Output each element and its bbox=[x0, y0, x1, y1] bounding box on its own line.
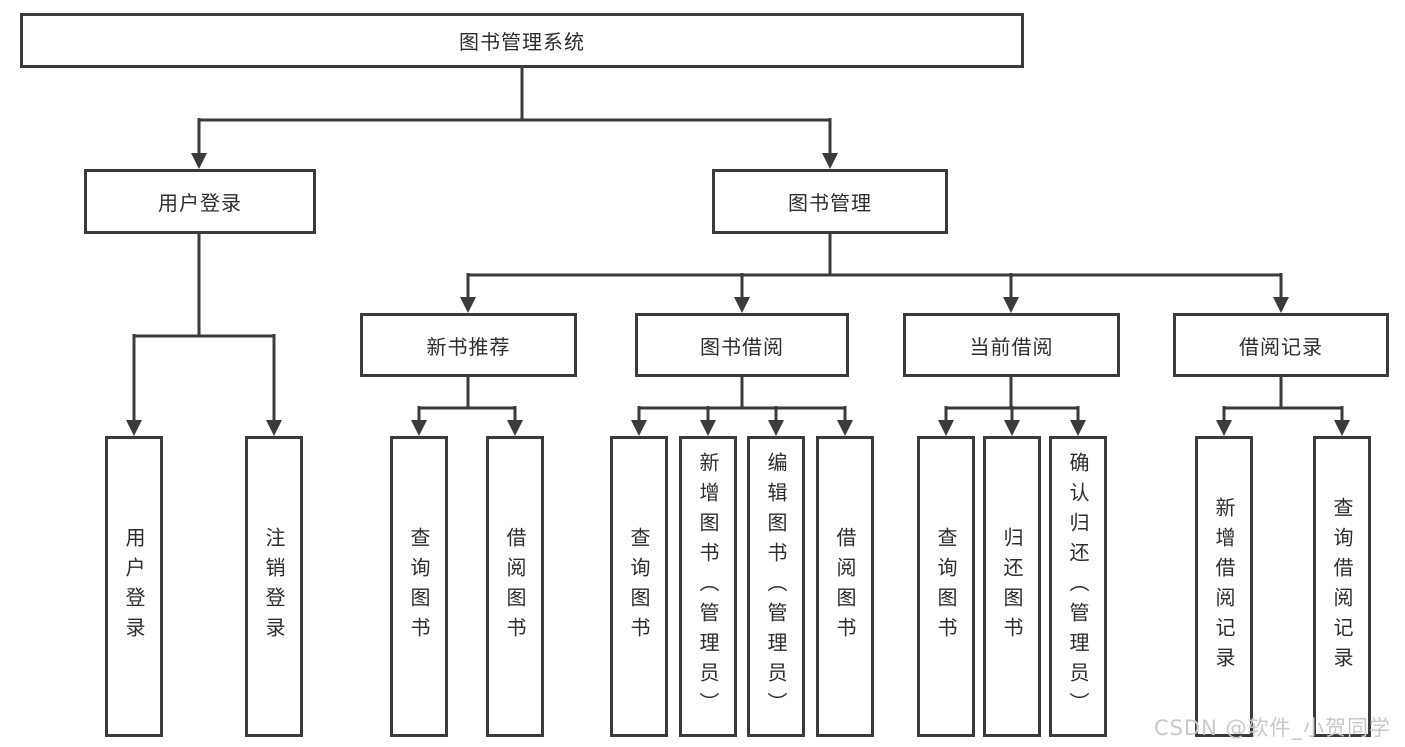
node-root: 图书管理系统 bbox=[20, 13, 1024, 68]
node-current-borrow: 当前借阅 bbox=[903, 313, 1120, 377]
leaf-label: 查询图书 bbox=[407, 526, 431, 647]
leaf-label: 查询借阅记录 bbox=[1330, 496, 1354, 677]
node-book-management: 图书管理 bbox=[712, 169, 948, 234]
leaf-recommend-borrow-books: 借阅图书 bbox=[486, 436, 544, 737]
leaf-label: 归还图书 bbox=[1000, 526, 1024, 647]
leaf-add-borrow-record: 新增借阅记录 bbox=[1195, 436, 1253, 737]
leaf-label: 借阅图书 bbox=[833, 526, 857, 647]
leaf-label: 查询图书 bbox=[627, 526, 651, 647]
watermark: CSDN @软件_小贺同学 bbox=[1153, 716, 1391, 740]
leaf-confirm-return-admin: 确认归还（管理员） bbox=[1049, 436, 1107, 737]
leaf-logout: 注销登录 bbox=[245, 436, 303, 737]
leaf-edit-book-admin: 编辑图书（管理员） bbox=[747, 436, 805, 737]
leaf-recommend-query-books: 查询图书 bbox=[390, 436, 448, 737]
leaf-current-query-books: 查询图书 bbox=[917, 436, 975, 737]
leaf-return-book: 归还图书 bbox=[983, 436, 1041, 737]
leaf-borrow-query-books: 查询图书 bbox=[610, 436, 668, 737]
leaf-label: 编辑图书（管理员） bbox=[764, 451, 788, 722]
leaf-label: 查询图书 bbox=[934, 526, 958, 647]
leaf-add-book-admin: 新增图书（管理员） bbox=[679, 436, 737, 737]
node-new-book-recommend: 新书推荐 bbox=[360, 313, 577, 377]
node-borrow-records: 借阅记录 bbox=[1173, 313, 1389, 377]
leaf-label: 确认归还（管理员） bbox=[1066, 451, 1090, 722]
leaf-query-borrow-record: 查询借阅记录 bbox=[1313, 436, 1371, 737]
leaf-label: 新增借阅记录 bbox=[1212, 496, 1236, 677]
node-user-login: 用户登录 bbox=[84, 169, 316, 234]
node-book-borrow: 图书借阅 bbox=[635, 313, 849, 377]
leaf-user-login: 用户登录 bbox=[105, 436, 163, 737]
leaf-label: 借阅图书 bbox=[503, 526, 527, 647]
leaf-label: 用户登录 bbox=[122, 526, 146, 647]
leaf-label: 注销登录 bbox=[262, 526, 286, 647]
leaf-borrow-books: 借阅图书 bbox=[816, 436, 874, 737]
leaf-label: 新增图书（管理员） bbox=[696, 451, 720, 722]
arrowhead-icons bbox=[126, 153, 1350, 436]
